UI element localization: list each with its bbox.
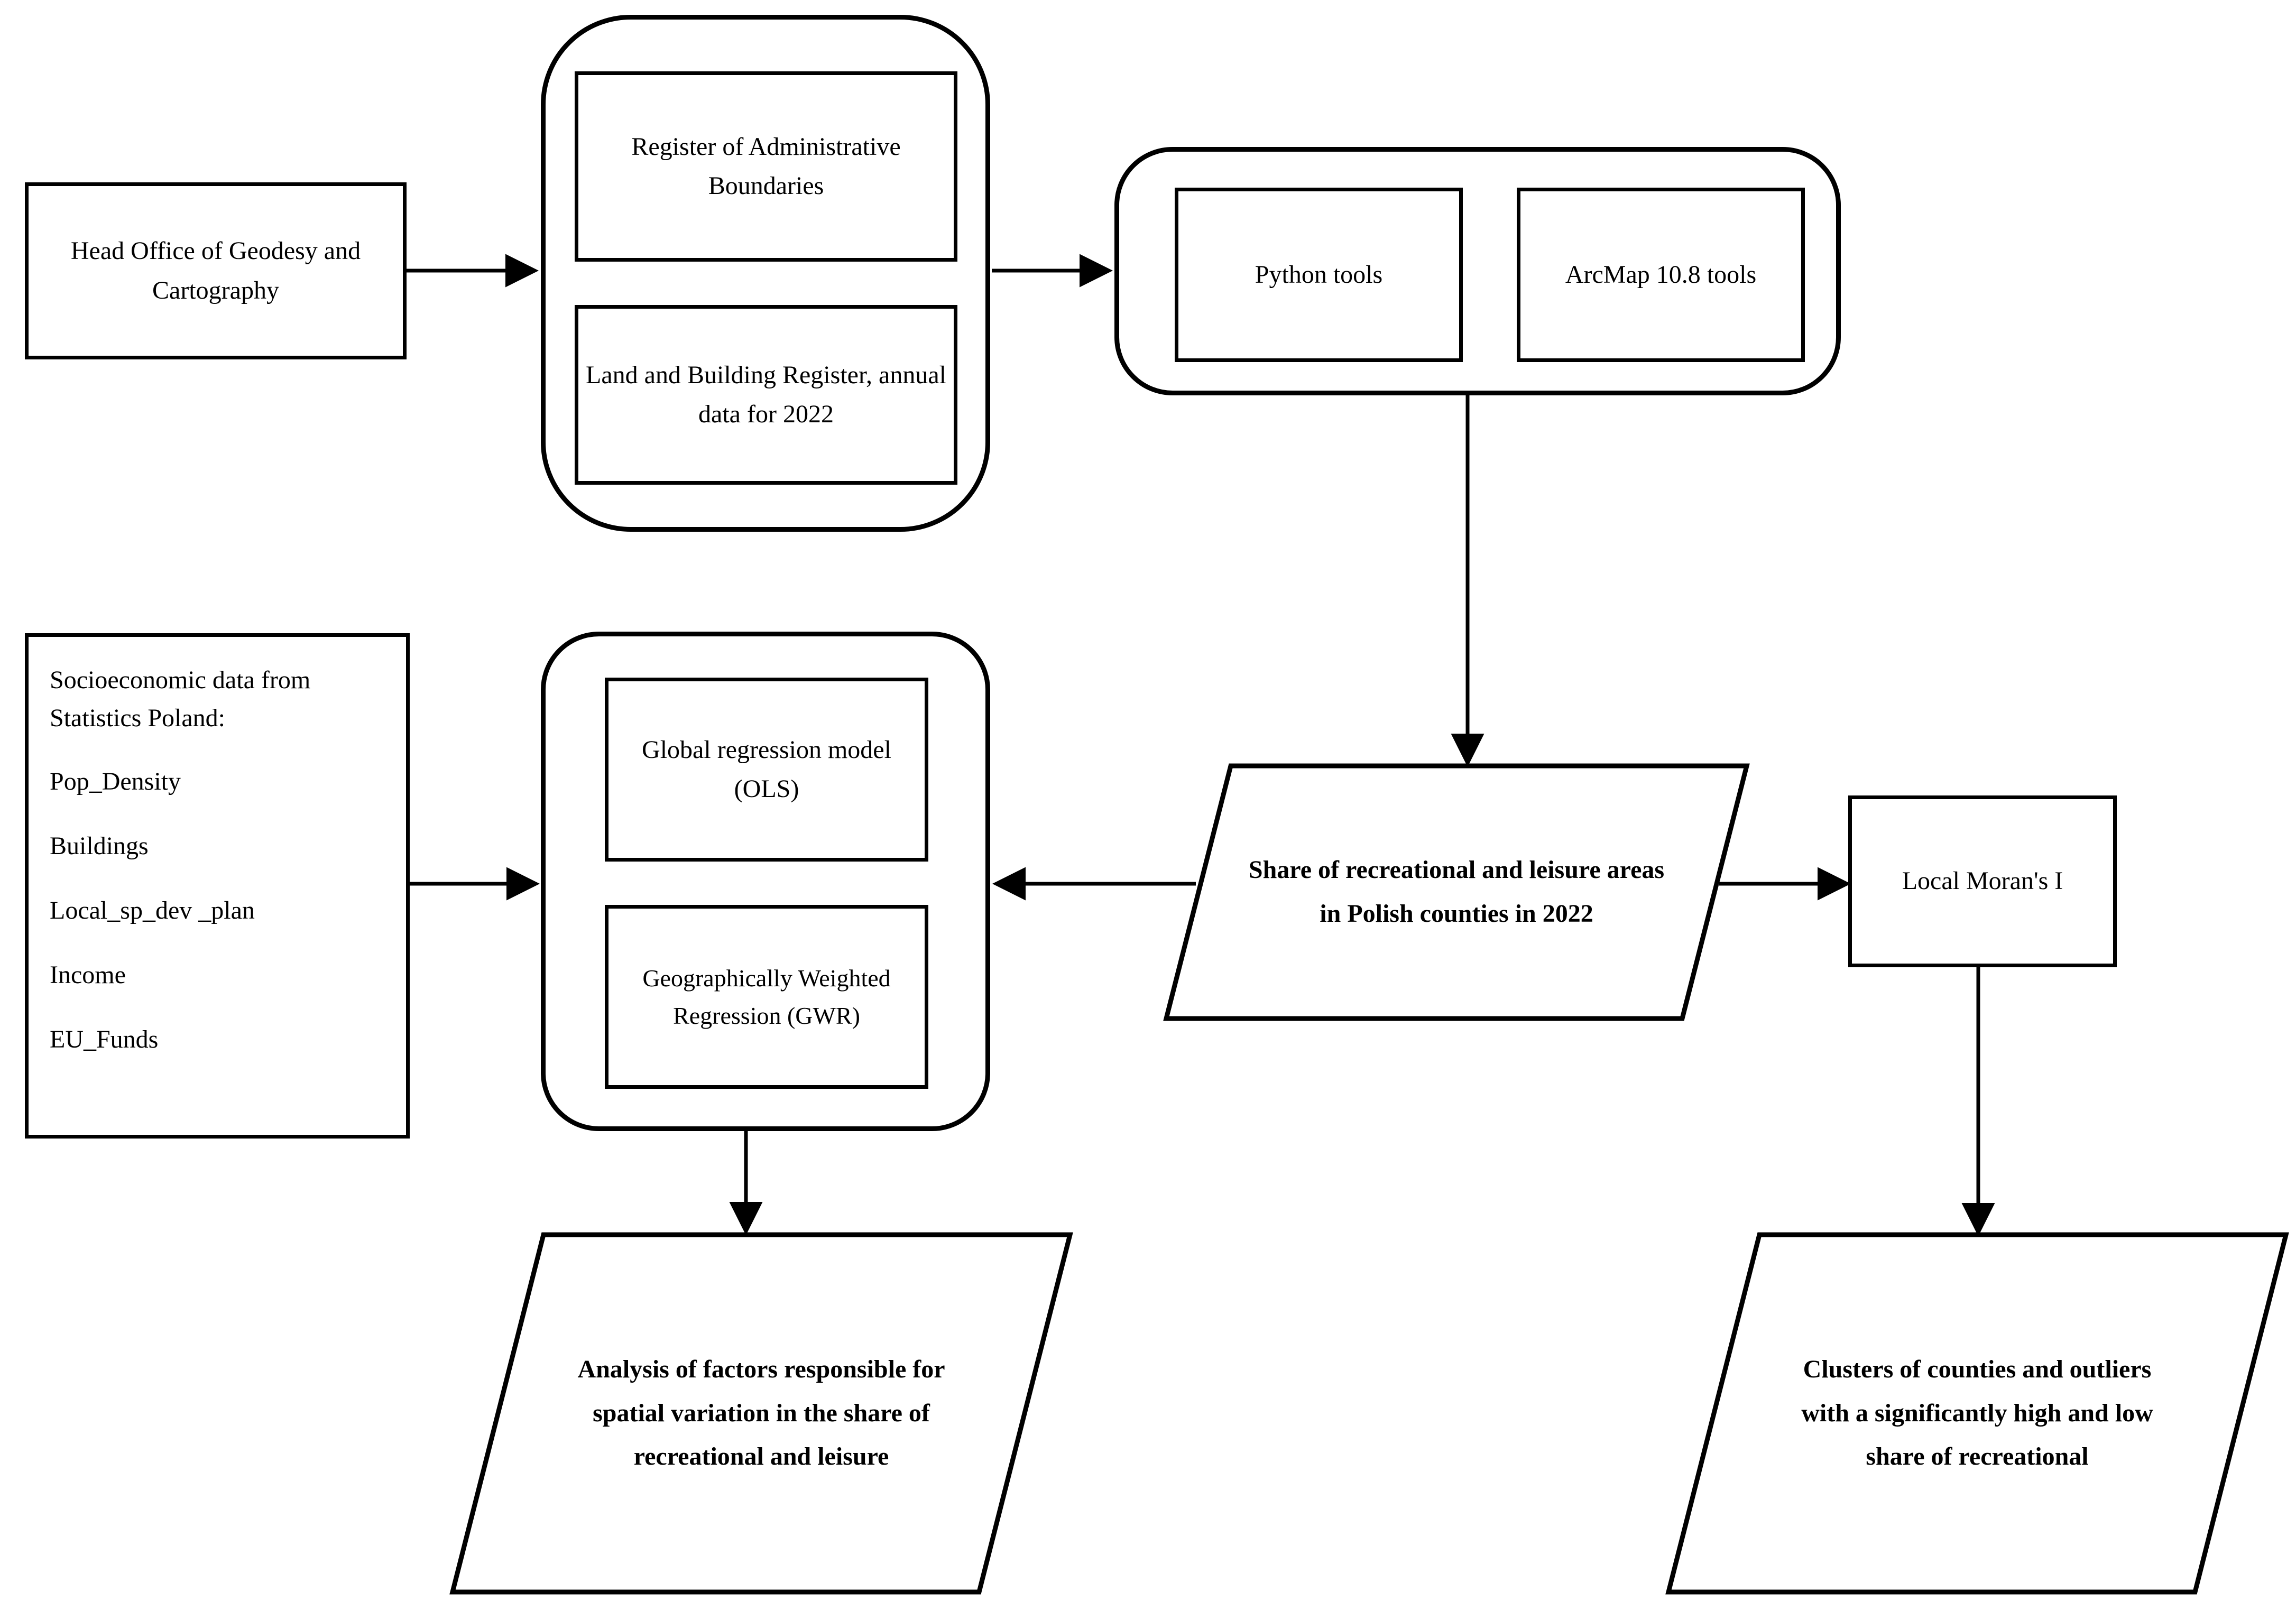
node-land-building-register-label: Land and Building Register, annual data … — [586, 360, 946, 428]
share-parallelogram-shape — [1163, 763, 1750, 1021]
node-arcmap-tools-label: ArcMap 10.8 tools — [1565, 260, 1757, 289]
socioeconomic-variable-buildings: Buildings — [50, 832, 149, 860]
node-clusters-result-label: Clusters of counties and outliers with a… — [1801, 1355, 2153, 1471]
node-local-morans-i[interactable]: Local Moran's I — [1848, 795, 2117, 967]
group-regression-models: Global regression model (OLS) Geographic… — [541, 632, 990, 1131]
node-analysis-result[interactable]: Analysis of factors responsible for spat… — [449, 1232, 1073, 1595]
socioeconomic-variable-pop-density: Pop_Density — [50, 767, 181, 795]
node-local-morans-i-label: Local Moran's I — [1902, 867, 2063, 895]
socioeconomic-variable-eu-funds: EU_Funds — [50, 1025, 159, 1053]
node-head-office[interactable]: Head Office of Geodesy and Cartography — [25, 182, 407, 359]
node-head-office-label: Head Office of Geodesy and Cartography — [70, 237, 361, 304]
clusters-parallelogram-shape — [1665, 1232, 2289, 1595]
node-register-admin-boundaries[interactable]: Register of Administrative Boundaries — [575, 71, 957, 262]
node-register-admin-boundaries-label: Register of Administrative Boundaries — [631, 132, 901, 200]
group-registers: Register of Administrative Boundaries La… — [541, 15, 990, 532]
node-gwr-label: Geographically Weighted Regression (GWR) — [642, 964, 891, 1029]
node-python-tools[interactable]: Python tools — [1175, 188, 1463, 362]
socioeconomic-variable-income: Income — [50, 961, 126, 989]
node-global-regression-ols-label: Global regression model (OLS) — [642, 735, 891, 803]
node-share-recreational-areas-label: Share of recreational and leisure areas … — [1248, 856, 1665, 928]
socioeconomic-variable-local-sp-dev-plan: Local_sp_dev _plan — [50, 896, 255, 924]
node-python-tools-label: Python tools — [1255, 260, 1383, 289]
node-share-recreational-areas[interactable]: Share of recreational and leisure areas … — [1163, 763, 1750, 1022]
node-gwr[interactable]: Geographically Weighted Regression (GWR) — [605, 905, 928, 1089]
analysis-parallelogram-shape — [449, 1232, 1073, 1595]
node-socioeconomic-data[interactable]: Socioeconomic data from Statistics Polan… — [25, 633, 410, 1139]
node-clusters-result[interactable]: Clusters of counties and outliers with a… — [1665, 1232, 2289, 1595]
node-global-regression-ols[interactable]: Global regression model (OLS) — [605, 678, 928, 862]
socioeconomic-heading: Socioeconomic data from Statistics Polan… — [50, 666, 311, 732]
node-land-building-register[interactable]: Land and Building Register, annual data … — [575, 305, 957, 485]
node-arcmap-tools[interactable]: ArcMap 10.8 tools — [1517, 188, 1805, 362]
group-tools: Python tools ArcMap 10.8 tools — [1114, 147, 1841, 395]
node-analysis-result-label: Analysis of factors responsible for spat… — [577, 1355, 945, 1471]
